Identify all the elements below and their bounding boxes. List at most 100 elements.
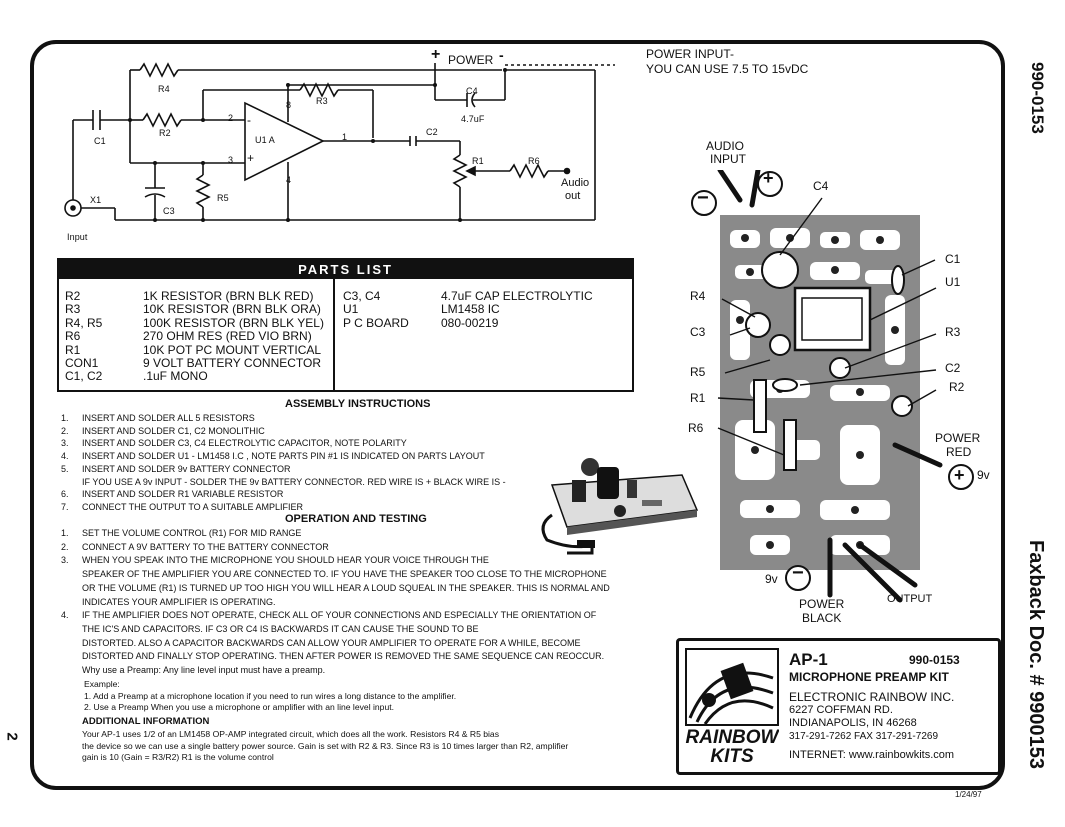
label-r5: R5: [217, 193, 229, 203]
company-city: INDIANAPOLIS, IN 46268: [789, 717, 917, 729]
label-pin3: 3: [228, 155, 234, 165]
example-line: 1. Add a Preamp at a microphone location…: [84, 690, 457, 701]
additional-line: the device so we can use a single batter…: [82, 740, 569, 751]
board-label-c2: C2: [945, 361, 961, 375]
parts-list-title: PARTS LIST: [59, 260, 632, 279]
audio-minus-sign: −: [697, 187, 709, 209]
op-line: SET THE VOLUME CONTROL (R1) FOR MID RANG…: [82, 528, 302, 538]
rainbow-kits-logo: RAINBOW KITS: [685, 648, 779, 765]
label-x1: X1: [90, 195, 102, 205]
power-black-label-2: BLACK: [802, 611, 842, 625]
power-input-line1: POWER INPUT-: [646, 47, 735, 61]
assembly-title: ASSEMBLY INSTRUCTIONS: [285, 398, 431, 410]
parts-list-left-descs: 1K RESISTOR (BRN BLK RED) 10K RESISTOR (…: [143, 289, 324, 384]
doc-number-vertical: 990-0153: [1028, 62, 1047, 134]
assembly-step: INSERT AND SOLDER ALL 5 RESISTORS: [82, 413, 255, 423]
label-pin4: 4: [286, 175, 292, 185]
assembly-numbers: 1. 2. 3. 4. 5. 6. 7.: [61, 412, 69, 514]
part-ref: R4, R5: [65, 315, 103, 330]
part-ref: C3, C4: [343, 289, 381, 303]
document-date: 1/24/97: [955, 790, 982, 799]
part-desc: 10K POT PC MOUNT VERTICAL: [143, 342, 322, 357]
label-opamp-minus: -: [247, 113, 251, 127]
part-desc: 1K RESISTOR (BRN BLK RED): [143, 289, 314, 303]
board-label-c3: C3: [690, 325, 706, 339]
company-phone: 317-291-7262 FAX 317-291-7269: [789, 731, 939, 742]
power-label: POWER: [448, 53, 494, 67]
label-audio-out-2: out: [565, 190, 581, 202]
label-r2: R2: [159, 128, 171, 138]
op-line: INDICATES YOUR AMPLIFIER IS OPERATING.: [82, 596, 276, 607]
step-number: 6.: [61, 489, 69, 500]
part-desc: 100K RESISTOR (BRN BLK YEL): [143, 315, 324, 330]
part-ref: U1: [343, 302, 359, 317]
op-number: 1.: [61, 528, 69, 538]
part-desc: .1uF MONO: [143, 369, 208, 384]
audio-input-label-1: AUDIO: [706, 139, 745, 153]
part-desc: 270 OHM RES (RED VIO BRN): [143, 329, 312, 344]
op-line: OR THE VOLUME (R1) IS TURNED UP TOO HIGH…: [82, 582, 610, 593]
part-desc: LM1458 IC: [441, 302, 500, 317]
part-ref: CON1: [65, 356, 99, 371]
op-line: DISTORTED AND FINALLY STOP OPERATING. TH…: [82, 651, 605, 662]
board-label-u1: U1: [945, 275, 961, 289]
op-number: 4.: [61, 610, 69, 621]
label-input: Input: [67, 232, 88, 242]
model-name: AP-1: [789, 650, 828, 669]
assembly-step: INSERT AND SOLDER U1 - LM1458 I.C , NOTE…: [82, 451, 485, 462]
step-number: 1.: [61, 413, 69, 423]
additional-line: Your AP-1 uses 1/2 of an LM1458 OP-AMP i…: [82, 729, 500, 739]
power-black-minus-sign: −: [792, 562, 804, 584]
label-pin2: 2: [228, 113, 234, 123]
audio-plus-sign: +: [763, 168, 774, 188]
power-red-label-1: POWER: [935, 431, 981, 445]
operation-lines: SET THE VOLUME CONTROL (R1) FOR MID RANG…: [82, 527, 610, 678]
op-number: 3.: [61, 555, 69, 566]
parts-list-divider: [333, 279, 335, 390]
step-number: 3.: [61, 438, 69, 449]
power-red-plus-sign: +: [954, 465, 965, 485]
board-label-c4: C4: [813, 179, 829, 193]
label-pin8: 8: [286, 100, 292, 110]
output-label: OUTPUT: [887, 593, 933, 605]
logo-text-1: RAINBOW: [686, 727, 779, 748]
examples-block: Example: 1. Add a Preamp at a microphone…: [84, 679, 456, 714]
board-label-r5: R5: [690, 365, 706, 379]
parts-list-left-refs: R2 R3 R4, R5 R6 R1 CON1 C1, C2: [65, 289, 103, 384]
label-opamp-plus: +: [247, 151, 255, 165]
product-name: MICROPHONE PREAMP KIT: [789, 670, 949, 684]
part-ref: R6: [65, 329, 81, 344]
board-label-r6: R6: [688, 421, 704, 435]
label-r1: R1: [472, 156, 484, 166]
operation-title: OPERATION AND TESTING: [285, 513, 427, 525]
additional-lines: Your AP-1 uses 1/2 of an LM1458 OP-AMP i…: [82, 729, 568, 764]
example-line: 2. Use a Preamp When you use a microphon…: [84, 702, 395, 712]
company-internet: INTERNET: www.rainbowkits.com: [789, 749, 955, 761]
parts-list-right-descs: 4.7uF CAP ELECTROLYTIC LM1458 IC 080-002…: [441, 289, 593, 330]
parts-list-right-refs: C3, C4 U1 P C BOARD: [343, 289, 409, 330]
audio-input-label-2: INPUT: [710, 152, 746, 166]
op-line: SPEAKER OF THE AMPLIFIER YOU ARE CONNECT…: [82, 569, 607, 580]
part-desc: 4.7uF CAP ELECTROLYTIC: [441, 289, 593, 303]
power-black-label-1: POWER: [799, 597, 845, 611]
board-label-r1: R1: [690, 391, 706, 405]
assembly-steps: INSERT AND SOLDER ALL 5 RESISTORS INSERT…: [82, 412, 506, 514]
schematic-diagram: [64, 62, 615, 222]
label-c1: C1: [94, 136, 106, 146]
board-label-c1: C1: [945, 252, 961, 266]
kit-photo: [541, 458, 699, 555]
page-number: 2: [3, 732, 21, 741]
power-input-line2: YOU CAN USE 7.5 TO 15vDC: [646, 62, 809, 76]
part-desc: 9 VOLT BATTERY CONNECTOR: [143, 356, 322, 371]
additional-title: ADDITIONAL INFORMATION: [82, 716, 210, 727]
logo-text-2: KITS: [710, 746, 754, 765]
label-c3: C3: [163, 206, 175, 216]
part-ref: R3: [65, 302, 81, 317]
example-label: Example:: [84, 679, 120, 689]
why-preamp-line: Why use a Preamp: Any line level input m…: [82, 665, 326, 676]
step-number: 7.: [61, 501, 69, 512]
part-ref: C1, C2: [65, 369, 103, 384]
op-line: DISTORTED. ALSO A CAPACITOR BACKWARDS CA…: [82, 637, 581, 648]
step-number: 2.: [61, 425, 69, 436]
op-number: 2.: [61, 541, 69, 552]
